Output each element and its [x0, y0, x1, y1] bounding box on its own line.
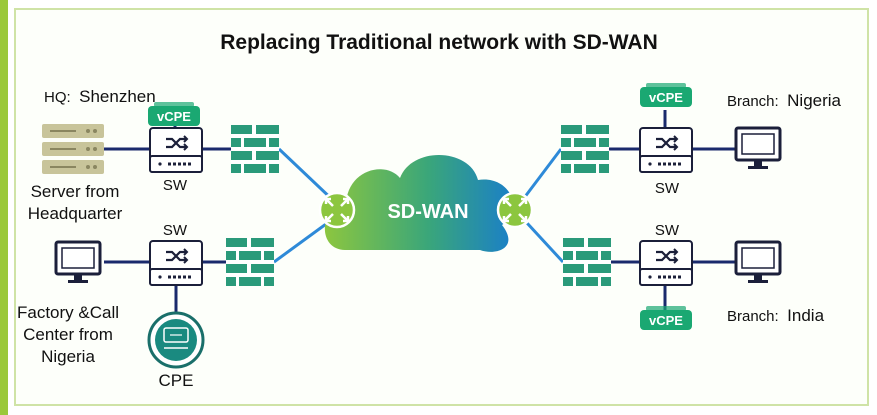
firewall-icon: [231, 125, 279, 173]
sw-label: SW: [163, 177, 188, 194]
sw-label: SW: [655, 222, 680, 239]
monitor-icon: [734, 126, 782, 171]
branch-india-label: Branch: India: [727, 306, 825, 325]
vcpe-badge: [640, 83, 692, 107]
sw-label: SW: [655, 180, 680, 197]
sd-wan-cloud-icon: [324, 154, 514, 252]
diagram-title: Replacing Traditional network with SD-WA…: [220, 31, 658, 54]
cpe-device-icon: [147, 311, 205, 369]
branch-nigeria-label: Branch: Nigeria: [727, 91, 842, 110]
vcpe-badge: [148, 102, 200, 126]
vcpe-label: vCPE: [157, 109, 191, 124]
vcpe-label: vCPE: [649, 313, 683, 328]
sw-label: SW: [163, 222, 188, 239]
switch-icon: [148, 239, 204, 287]
server-label-line-2: Headquarter: [28, 204, 123, 223]
switch-icon: [638, 126, 694, 174]
monitor-icon: [54, 240, 102, 285]
firewall-icon: [226, 238, 274, 286]
firewall-icon: [563, 238, 611, 286]
server-icon: [42, 124, 104, 174]
switch-icon: [638, 239, 694, 287]
server-label-line-1: Server from: [31, 182, 120, 201]
vcpe-badge: [640, 306, 692, 330]
factory-label-line-3: Nigeria: [41, 347, 95, 366]
sd-wan-label: SD-WAN: [387, 201, 468, 223]
factory-label-line-1: Factory &Call: [17, 303, 119, 322]
hq-label: HQ: Shenzhen: [44, 87, 156, 106]
router-icon: [496, 191, 534, 229]
accent-bar: [0, 0, 8, 415]
monitor-icon: [734, 240, 782, 285]
firewall-icon: [561, 125, 609, 173]
cpe-label: CPE: [159, 371, 194, 390]
factory-label-line-2: Center from: [23, 325, 113, 344]
vcpe-label: vCPE: [649, 90, 683, 105]
router-icon: [318, 191, 356, 229]
switch-icon: [148, 126, 204, 174]
